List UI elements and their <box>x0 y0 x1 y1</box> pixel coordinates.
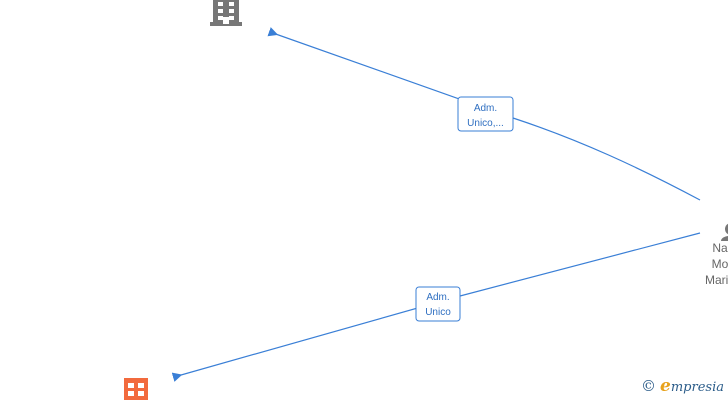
copyright-symbol: © <box>641 377 657 395</box>
brand-initial: e <box>660 376 671 396</box>
person-name-line-1: Na <box>712 241 728 255</box>
edge-label-top-line-2: Unico,... <box>467 118 504 129</box>
brand-name: mpresia <box>670 380 724 395</box>
person-name[interactable]: Na Mo Maria <box>700 240 728 288</box>
edge-label-bottom[interactable]: Adm. Unico <box>415 286 461 322</box>
building-icon[interactable] <box>210 0 242 26</box>
edge-label-top[interactable]: Adm. Unico,... <box>457 96 514 132</box>
edge-to-top-company[interactable] <box>267 27 701 201</box>
building-icon-highlighted[interactable] <box>124 378 148 400</box>
person-name-line-2: Mo <box>711 257 728 271</box>
edge-label-bottom-line-1: Adm. <box>426 292 449 303</box>
edge-label-top-line-1: Adm. <box>474 103 497 114</box>
footer-brand: © empresia <box>641 376 724 396</box>
brand-logo: empresia <box>660 376 724 396</box>
person-icon[interactable] <box>721 223 728 241</box>
person-name-line-3: Maria <box>704 273 728 287</box>
edge-label-bottom-line-2: Unico <box>425 307 451 318</box>
